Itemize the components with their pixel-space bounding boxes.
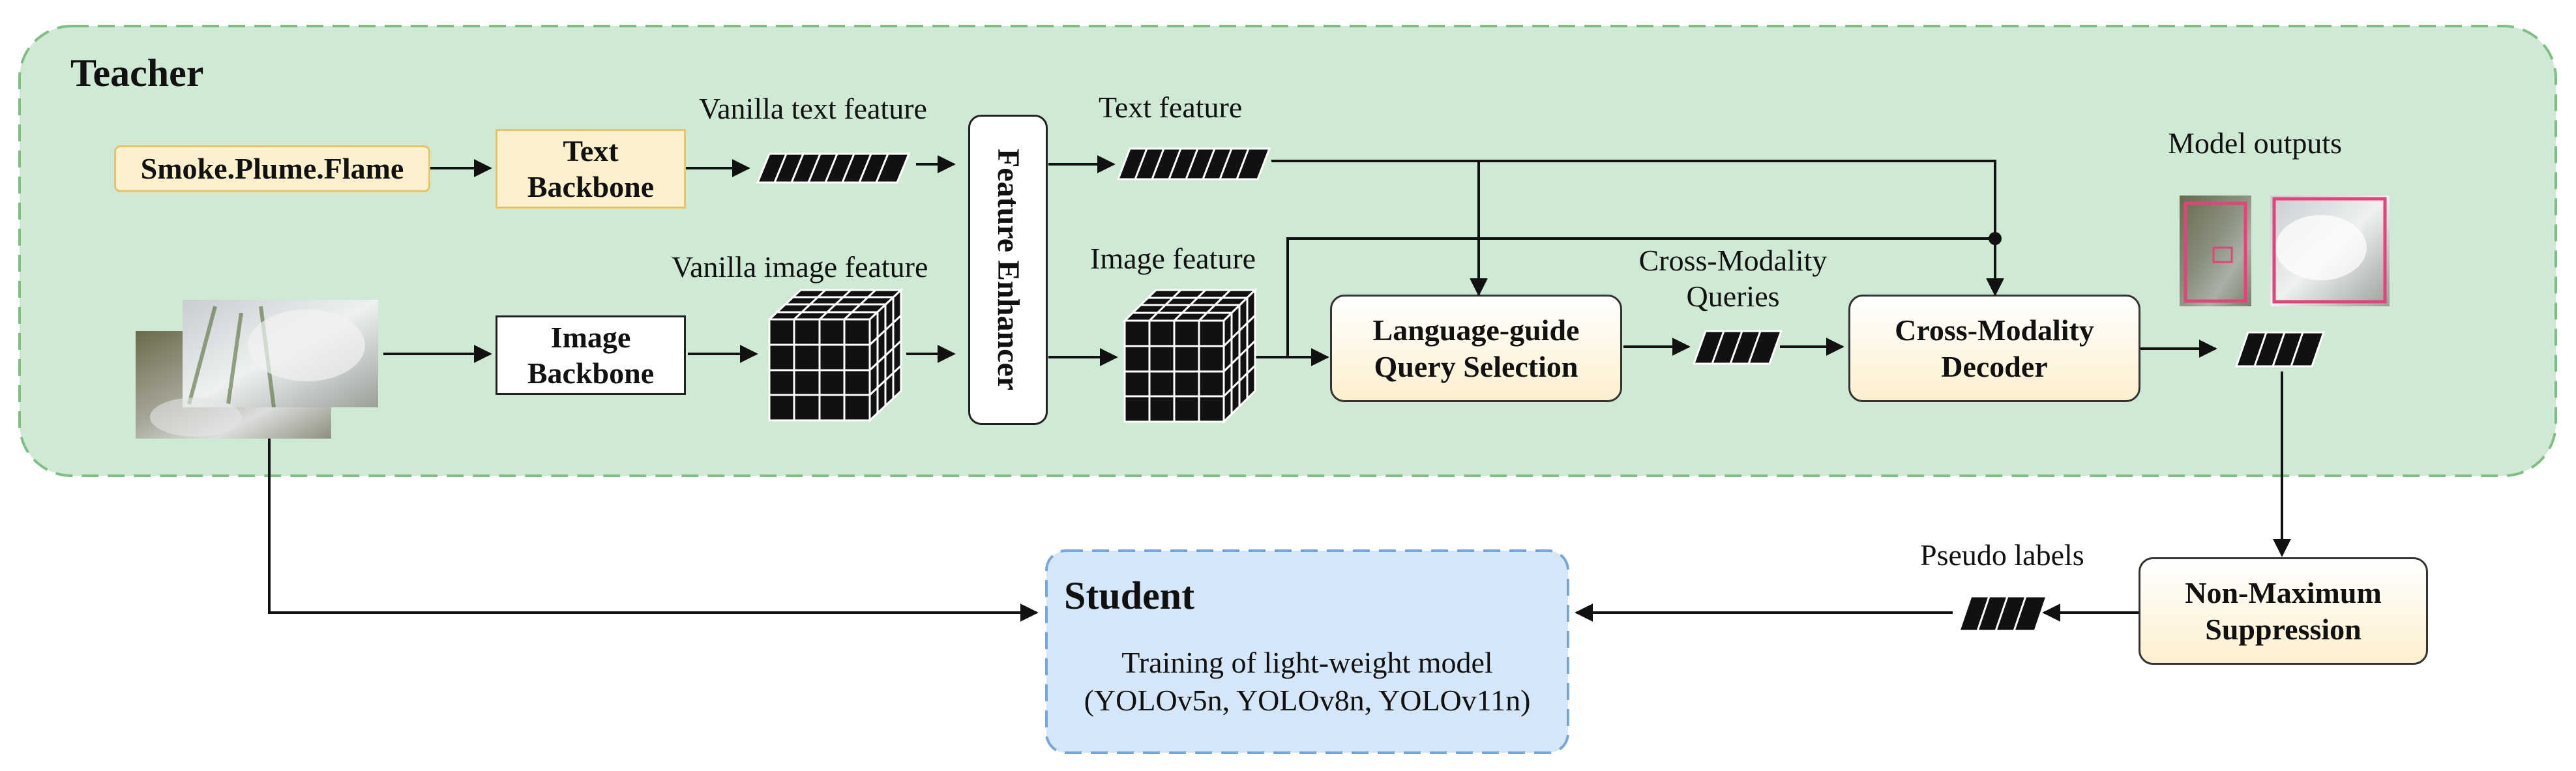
cm-queries-line2: Queries <box>1686 280 1780 313</box>
image-backbone-node: Image Backbone <box>496 315 686 395</box>
junction-dot <box>1989 232 2002 245</box>
model-outputs-label: Model outputs <box>2168 126 2343 160</box>
image-feature-label: Image feature <box>1090 242 1256 275</box>
query-tokens <box>1692 330 1783 365</box>
nms-line2: Suppression <box>2205 612 2361 646</box>
text-input-node: Smoke.Plume.Flame <box>114 145 430 192</box>
text-feature-label: Text feature <box>1099 91 1243 124</box>
connections <box>268 155 2291 622</box>
text-backbone-node: Text Backbone <box>496 129 686 209</box>
pseudo-label-tokens <box>1957 595 2049 632</box>
text-backbone-line1: Text <box>563 134 619 167</box>
cm-queries-label: Cross-Modality Queries <box>1622 242 1844 314</box>
nms-node: Non-Maximum Suppression <box>2139 557 2428 665</box>
model-output-images <box>2180 196 2390 306</box>
output-tokens <box>2234 331 2326 368</box>
query-selection-line1: Language-guide <box>1372 313 1580 347</box>
cm-queries-line1: Cross-Modality <box>1638 244 1828 277</box>
pseudo-labels-label: Pseudo labels <box>1920 538 2084 572</box>
decoder-node: Cross-Modality Decoder <box>1848 295 2140 402</box>
student-line1: Training of light-weight model <box>1121 646 1493 679</box>
input-image-stack <box>136 300 378 439</box>
vanilla-text-feature-label: Vanilla text feature <box>699 92 927 125</box>
image-backbone-line2: Backbone <box>527 356 655 390</box>
query-selection-node: Language-guide Query Selection <box>1330 295 1622 402</box>
text-backbone-line2: Backbone <box>527 170 655 203</box>
query-selection-line2: Query Selection <box>1374 349 1578 383</box>
image-feature-cube <box>1122 287 1258 424</box>
student-line2: (YOLOv5n, YOLOv8n, YOLOv11n) <box>1084 684 1531 717</box>
text-input-label: Smoke.Plume.Flame <box>140 152 404 186</box>
vanilla-image-cube <box>767 287 904 423</box>
feature-enhancer-label: Feature Enhancer <box>990 149 1026 391</box>
feature-enhancer-node: Feature Enhancer <box>968 115 1048 425</box>
text-feature-tokens <box>1116 147 1271 181</box>
arrow-image-to-student <box>268 438 1039 622</box>
image-backbone-line1: Image <box>550 320 631 354</box>
decoder-line2: Decoder <box>1941 349 2048 383</box>
decoder-line1: Cross-Modality <box>1895 313 2094 347</box>
arrow-imgfeat-to-decoder <box>1286 237 1995 357</box>
vanilla-image-feature-label: Vanilla image feature <box>672 250 928 284</box>
student-title: Student <box>1064 574 1195 617</box>
vanilla-text-tokens <box>756 153 911 184</box>
arrow-textfeat-to-decoder <box>1271 160 2004 297</box>
nms-line1: Non-Maximum <box>2185 576 2382 610</box>
student-region <box>1045 549 1569 754</box>
teacher-title: Teacher <box>70 51 204 95</box>
